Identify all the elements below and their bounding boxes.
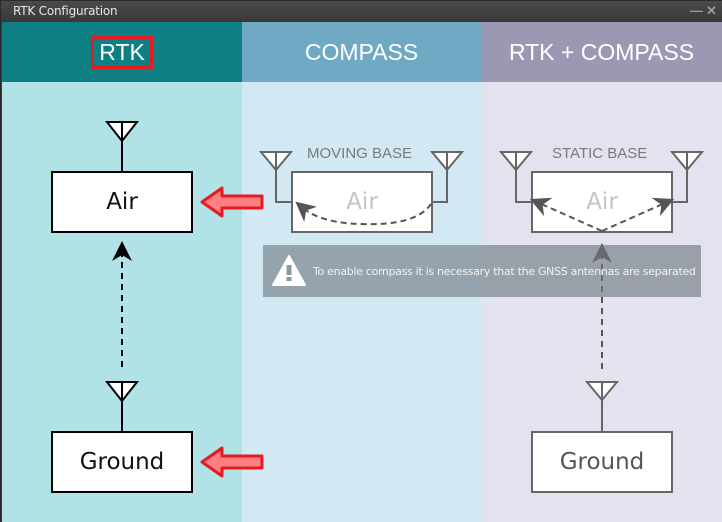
- tab-compass-label: COMPASS: [304, 38, 419, 65]
- static-base-caption: STATIC BASE: [552, 145, 648, 162]
- warning-icon: [272, 255, 306, 286]
- warning-banner: To enable compass it is necessary that t…: [263, 245, 701, 297]
- rtk-compass-air-box: Air: [531, 171, 673, 233]
- rtk-compass-air-label: Air: [586, 189, 618, 215]
- warning-text: To enable compass it is necessary that t…: [313, 264, 696, 278]
- tab-rtk[interactable]: RTK: [2, 22, 242, 82]
- rtk-air-label: Air: [106, 189, 138, 215]
- rtk-ground-label: Ground: [79, 449, 165, 475]
- rtk-air-box: Air: [51, 171, 193, 233]
- compass-air-box: Air: [291, 171, 433, 233]
- title-bar: RTK Configuration — ✕: [1, 1, 722, 22]
- compass-air-label: Air: [346, 189, 378, 215]
- window-title: RTK Configuration: [13, 4, 118, 18]
- rtk-compass-ground-box: Ground: [531, 431, 673, 493]
- mode-tabs: RTK COMPASS RTK + COMPASS: [2, 22, 722, 82]
- tab-rtk-label: RTK: [91, 35, 153, 69]
- tab-compass[interactable]: COMPASS: [242, 22, 481, 82]
- close-icon[interactable]: ✕: [706, 3, 717, 18]
- compass-caption: MOVING BASE: [307, 145, 413, 162]
- rtk-ground-box: Ground: [51, 431, 193, 493]
- rtk-compass-ground-label: Ground: [559, 449, 645, 475]
- minimize-icon[interactable]: —: [690, 3, 703, 18]
- tab-rtk-compass-label: RTK + COMPASS: [508, 38, 695, 65]
- tab-rtk-compass[interactable]: RTK + COMPASS: [481, 22, 722, 82]
